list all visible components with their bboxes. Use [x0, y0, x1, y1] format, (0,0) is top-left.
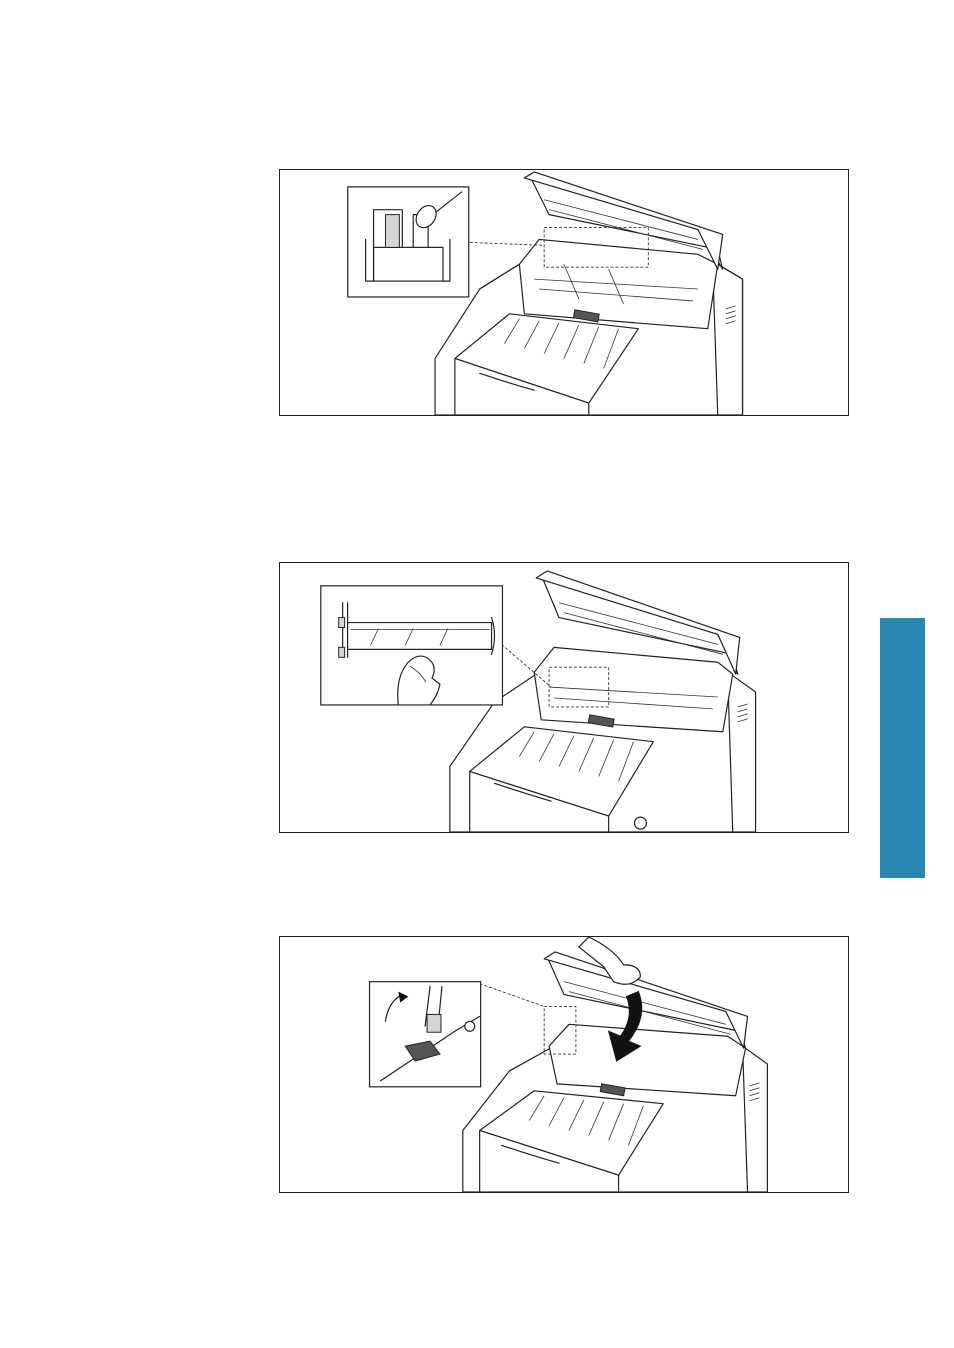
inset-latch-detail [370, 982, 481, 1087]
printer-close-cover-illustration [280, 937, 848, 1192]
figure-close-cover [279, 936, 849, 1193]
printer-body [435, 172, 742, 415]
chapter-tab [880, 618, 925, 878]
printer-body [463, 952, 768, 1192]
figure-clean-glass [279, 562, 849, 833]
printer-open-cover-swab-illustration [280, 170, 848, 415]
inset-cloth-detail [321, 586, 503, 705]
inset-swab-detail [348, 187, 469, 297]
printer-open-cover-cloth-illustration [280, 563, 848, 832]
figure-clean-sensor [279, 169, 849, 416]
